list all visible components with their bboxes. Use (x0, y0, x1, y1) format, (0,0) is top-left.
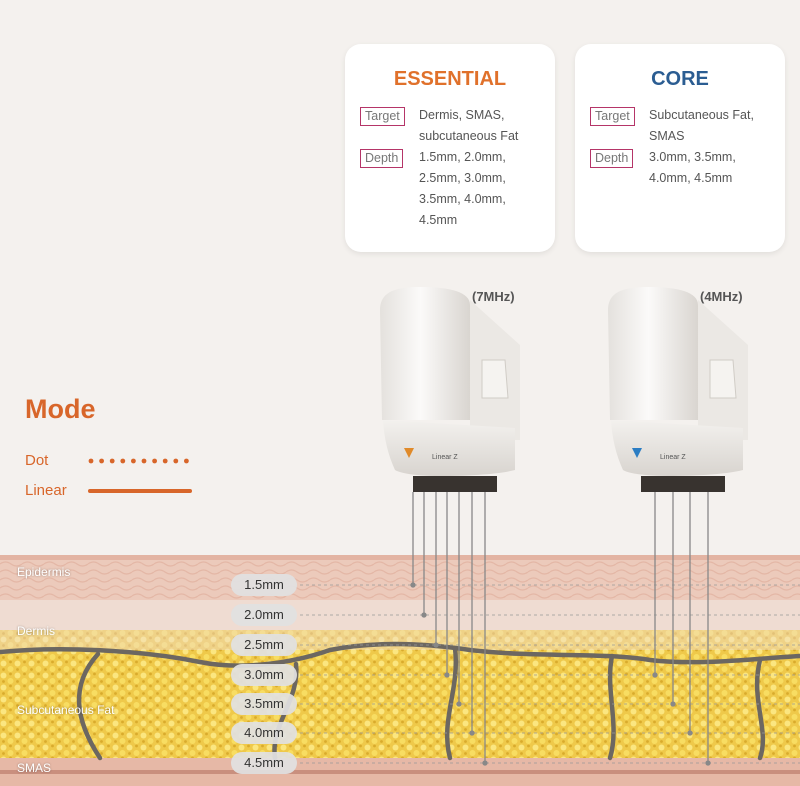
card-title: CORE (651, 68, 709, 90)
smas-line (0, 770, 800, 774)
cartridge-body (608, 287, 698, 420)
depth-line: 3.0mm, 3.5mm, (649, 150, 736, 164)
focus-point (433, 642, 439, 648)
dot-mark (131, 458, 136, 464)
depth-guide-lines (300, 584, 800, 764)
depth-line: 3.5mm, 4.0mm, (419, 192, 506, 206)
target-line: Dermis, SMAS, (419, 108, 505, 122)
depth-tag: Depth (590, 149, 634, 168)
depth-pill-2-0mm: 2.0mm (231, 604, 297, 626)
focus-point (482, 760, 488, 766)
smas-label: SMAS (17, 761, 52, 775)
dot-mark (120, 458, 126, 464)
epidermis-layer (0, 557, 800, 602)
blue-triangle-icon (632, 448, 642, 458)
linear-mode-label: Linear (25, 482, 67, 499)
dermis-fat-transition (0, 630, 800, 652)
depth-tag: Depth (360, 149, 404, 168)
depth-text: 1.5mm, 2.0mm, 2.5mm, 3.0mm, 3.5mm, 4.0mm… (419, 147, 506, 231)
dot-mark (88, 458, 94, 464)
epidermis-top-edge (0, 555, 800, 560)
depth-pill-3-5mm: 3.5mm (231, 693, 297, 715)
depth-pill-3-0mm: 3.0mm (231, 664, 297, 686)
focus-point (469, 730, 475, 736)
frequency-label-4mhz: (4MHz) (700, 289, 743, 304)
depth-line: 4.5mm (419, 213, 458, 227)
core-cartridge: Linear Z (608, 287, 748, 492)
depth-pill-2-5mm: 2.5mm (231, 634, 297, 656)
target-text: Subcutaneous Fat, SMAS (649, 105, 754, 147)
cartridge-brand: Linear Z (432, 454, 458, 461)
dot-mode-label: Dot (25, 452, 49, 469)
dot-mark (162, 458, 168, 464)
focus-point (687, 730, 693, 736)
depth-pill-4-5mm: 4.5mm (231, 752, 297, 774)
mode-title: Mode (25, 394, 96, 424)
target-tag: Target (590, 107, 635, 126)
focus-point (444, 672, 450, 678)
focus-point (456, 701, 462, 707)
frequency-label-7mhz: (7MHz) (472, 289, 515, 304)
epidermis-label: Epidermis (17, 565, 71, 579)
linear-mode-line (88, 489, 192, 493)
dot-mode-marks (88, 458, 189, 464)
focus-lines (410, 492, 711, 766)
cartridge-side-tab (481, 359, 509, 399)
focus-point (410, 582, 416, 588)
skin-layers (0, 555, 800, 786)
depth-line: 4.0mm, 4.5mm (649, 171, 733, 185)
cartridge-head (383, 420, 515, 476)
cartridge-body (380, 287, 470, 420)
depth-pill-4-0mm: 4.0mm (231, 722, 297, 744)
dot-mark (99, 458, 104, 464)
essential-card: ESSENTIAL Target Dermis, SMAS, subcutane… (345, 44, 555, 252)
dot-mark (152, 458, 158, 464)
cartridge-side-tab (709, 359, 737, 399)
target-line: Subcutaneous Fat, (649, 108, 754, 122)
dot-mark (141, 458, 147, 464)
cartridge-brand: Linear Z (660, 454, 686, 461)
depth-pill-1-5mm: 1.5mm (231, 574, 297, 596)
target-tag: Target (360, 107, 405, 126)
cartridge-tip (641, 476, 725, 492)
focus-point (652, 672, 658, 678)
target-text: Dermis, SMAS, subcutaneous Fat (419, 105, 518, 147)
cartridge-tip (413, 476, 497, 492)
dot-mark (173, 458, 179, 464)
dot-mark (109, 458, 115, 464)
cartridge-head (611, 420, 743, 476)
card-title: ESSENTIAL (393, 68, 507, 90)
depth-line: 1.5mm, 2.0mm, (419, 150, 506, 164)
essential-cartridge: Linear Z (380, 287, 520, 492)
orange-triangle-icon (404, 448, 414, 458)
target-line: subcutaneous Fat (419, 129, 519, 143)
focus-point (705, 760, 711, 766)
depth-line: 2.5mm, 3.0mm, (419, 171, 506, 185)
subcutaneous-fat-label: Subcutaneous Fat (17, 703, 115, 717)
core-card: CORE Target Subcutaneous Fat, SMAS Depth… (575, 44, 785, 252)
dot-mark (184, 458, 189, 464)
focus-point (421, 612, 427, 618)
target-line: SMAS (649, 129, 685, 143)
depth-text: 3.0mm, 3.5mm, 4.0mm, 4.5mm (649, 147, 736, 189)
focus-point (670, 701, 676, 707)
subcutaneous-fat-layer (0, 650, 800, 760)
dermis-label: Dermis (17, 624, 55, 638)
